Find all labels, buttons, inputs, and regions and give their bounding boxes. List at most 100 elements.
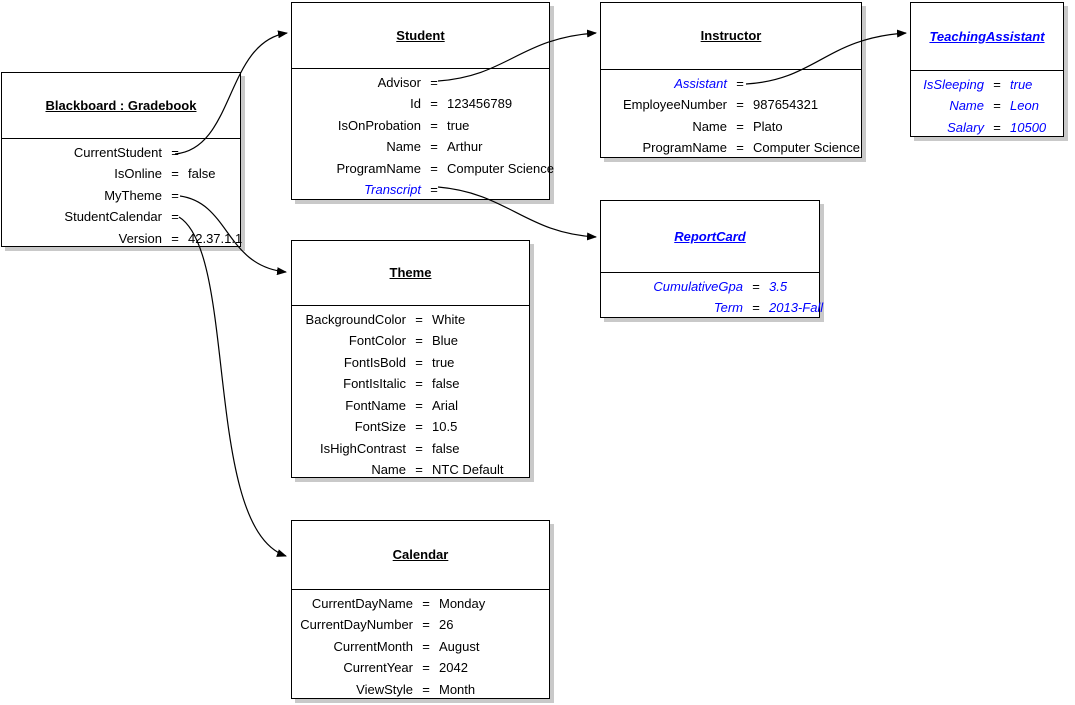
- property-row-CurrentDayName: CurrentDayName = Monday: [300, 593, 541, 615]
- property-row-IsOnline: IsOnline=false: [10, 163, 232, 185]
- property-label: FontName: [345, 397, 406, 413]
- property-row-Id: Id = 123456789: [300, 93, 541, 115]
- property-row-CurrentYear: CurrentYear=2042: [300, 657, 541, 679]
- property-value: 42.37.1.1: [188, 230, 243, 246]
- property-label: IsOnProbation: [337, 117, 421, 133]
- equals-sign: =: [752, 300, 760, 316]
- property-label: Name: [371, 462, 406, 478]
- equals-sign: =: [430, 117, 438, 133]
- property-value: Arthur: [447, 139, 483, 155]
- equals-sign: =: [171, 209, 179, 225]
- equals-sign: =: [422, 660, 430, 676]
- equals-sign: =: [736, 118, 744, 134]
- property-label: Version: [118, 230, 162, 246]
- property-row-Version: Version = 42.37.1.1: [10, 228, 243, 250]
- property-label: Salary: [947, 119, 984, 135]
- property-label: CurrentStudent: [73, 144, 162, 160]
- property-label: Assistant: [674, 75, 727, 91]
- box-header: Blackboard : Gradebook: [2, 73, 240, 139]
- property-value: Leon: [1010, 98, 1039, 114]
- property-row-Advisor: Advisor =: [300, 72, 541, 94]
- property-value: 123456789: [447, 96, 513, 112]
- property-label: ProgramName: [642, 140, 727, 156]
- property-row-CurrentMonth: CurrentMonth=August: [300, 636, 541, 658]
- equals-sign: =: [422, 638, 430, 654]
- equals-sign: =: [171, 144, 179, 160]
- equals-sign: =: [415, 440, 423, 456]
- object-box-blackboard-gradebook[interactable]: Blackboard : Gradebook CurrentStudent = Is…: [1, 72, 243, 250]
- property-value: false: [432, 376, 460, 392]
- box-title: Theme: [389, 265, 432, 281]
- property-value: NTC Default: [432, 462, 504, 478]
- property-label: Id: [410, 96, 421, 112]
- property-label: IsHighContrast: [320, 440, 406, 456]
- box-header: Student: [292, 3, 549, 69]
- equals-sign: =: [422, 681, 430, 697]
- property-value: Computer Science: [447, 160, 554, 176]
- property-label: FontColor: [348, 333, 406, 349]
- equals-sign: =: [415, 354, 423, 370]
- property-value: White: [432, 311, 466, 327]
- equals-sign: =: [171, 187, 179, 203]
- property-row-ProgramName: ProgramName=Computer Science: [300, 158, 553, 180]
- property-label: ViewStyle: [356, 681, 413, 697]
- equals-sign: =: [993, 76, 1001, 92]
- property-value: Monday: [439, 595, 486, 611]
- equals-sign: =: [415, 333, 423, 349]
- property-row-Name: Name = Leon: [919, 95, 1055, 117]
- property-row-EmployeeNumber: EmployeeNumber=987654321: [609, 94, 853, 116]
- property-label: Advisor: [377, 74, 421, 90]
- property-label: CurrentDayName: [311, 595, 413, 611]
- property-label: Name: [949, 98, 984, 114]
- property-row-FontColor: FontColor = Blue: [300, 330, 521, 352]
- box-title: TeachingAssistant: [929, 28, 1045, 44]
- property-row-Name: Name = NTC Default: [300, 459, 521, 481]
- property-row-Transcript: Transcript =: [300, 179, 541, 201]
- equals-sign: =: [993, 98, 1001, 114]
- property-row-StudentCalendar: StudentCalendar =: [10, 206, 232, 228]
- equals-sign: =: [415, 376, 423, 392]
- property-label: CumulativeGpa: [653, 278, 743, 294]
- equals-sign: =: [430, 182, 438, 198]
- property-value: 2042: [439, 660, 468, 676]
- property-value: Blue: [432, 333, 459, 349]
- equals-sign: =: [430, 160, 438, 176]
- property-label: Term: [713, 300, 743, 316]
- equals-sign: =: [415, 311, 423, 327]
- property-row-Salary: Salary=10500: [919, 117, 1055, 139]
- property-label: Transcript: [364, 182, 421, 198]
- property-row-Name: Name=Arthur: [300, 136, 541, 158]
- object-box-instructor[interactable]: Instructor Assistant = EmployeeNumber=9876…: [600, 2, 862, 158]
- property-value: false: [432, 440, 460, 456]
- equals-sign: =: [415, 462, 423, 478]
- equals-sign: =: [736, 140, 744, 156]
- property-value: false: [188, 166, 216, 182]
- box-header: ReportCard: [601, 201, 819, 273]
- property-value: 26: [439, 617, 454, 633]
- equals-sign: =: [430, 96, 438, 112]
- equals-sign: =: [415, 419, 423, 435]
- property-value: 2013-Fall: [769, 300, 824, 316]
- property-row-CumulativeGpa: CumulativeGpa=3.5: [609, 276, 811, 298]
- equals-sign: =: [171, 230, 179, 246]
- property-value: Plato: [753, 118, 783, 134]
- property-row-BackgroundColor: BackgroundColor=White: [300, 309, 521, 331]
- equals-sign: =: [422, 595, 430, 611]
- box-title: ReportCard: [674, 228, 746, 244]
- property-label: StudentCalendar: [64, 209, 162, 225]
- equals-sign: =: [430, 74, 438, 90]
- property-row-IsHighContrast: IsHighContrast = false: [300, 438, 521, 460]
- box-header: Instructor: [601, 3, 861, 70]
